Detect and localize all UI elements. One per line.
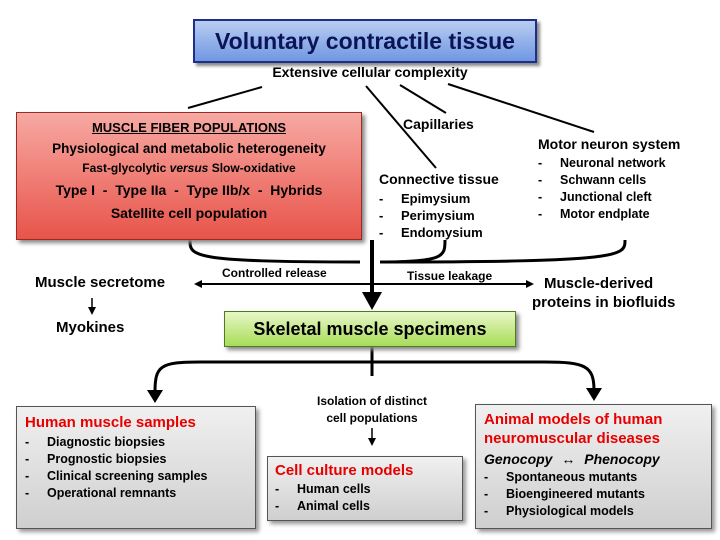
animal-heading-line1: Animal models of human	[484, 411, 663, 428]
fiber-heading: MUSCLE FIBER POPULATIONS	[91, 120, 287, 135]
list-item: Diagnostic biopsies	[25, 434, 255, 451]
capillaries-label: Capillaries	[403, 116, 474, 132]
skeletal-muscle-box: Skeletal muscle specimens	[224, 311, 516, 347]
connective-list: Epimysium Perimysium Endomysium	[379, 190, 483, 241]
human-samples-box: Human muscle samples Diagnostic biopsies…	[16, 406, 256, 529]
list-item: Motor endplate	[538, 206, 666, 223]
list-item: Epimysium	[379, 190, 483, 207]
animal-heading: Animal models of human neuromuscular dis…	[484, 410, 711, 448]
animal-models-box: Animal models of human neuromuscular dis…	[475, 404, 712, 529]
myokines-label: Myokines	[56, 319, 125, 336]
fiber-types: Type I - Type IIa - Type IIb/x - Hybrids	[55, 182, 323, 198]
skeletal-label: Skeletal muscle specimens	[253, 318, 487, 339]
cell-culture-box: Cell culture models Human cells Animal c…	[267, 456, 463, 521]
fiber-heterogeneity: Physiological and metabolic heterogeneit…	[52, 141, 326, 156]
title-box: Voluntary contractile tissue	[193, 19, 537, 63]
complexity-label: Extensive cellular complexity	[272, 64, 468, 80]
human-list: Diagnostic biopsies Prognostic biopsies …	[25, 434, 255, 502]
satellite-cells: Satellite cell population	[110, 205, 268, 221]
human-heading: Human muscle samples	[25, 414, 196, 431]
list-item: Clinical screening samples	[25, 468, 255, 485]
culture-list: Human cells Animal cells	[275, 481, 462, 515]
muscle-derived-label: Muscle-derived proteins in biofluids	[532, 274, 675, 312]
list-item: Prognostic biopsies	[25, 451, 255, 468]
genocopy: Genocopy	[484, 451, 553, 467]
list-item: Neuronal network	[538, 155, 666, 172]
list-item: Schwann cells	[538, 172, 666, 189]
animal-list: Spontaneous mutants Bioengineered mutant…	[484, 469, 711, 520]
list-item: Spontaneous mutants	[484, 469, 711, 486]
list-item: Operational remnants	[25, 485, 255, 502]
motor-list: Neuronal network Schwann cells Junctiona…	[538, 155, 666, 223]
isolation-line2: cell populations	[326, 411, 418, 425]
list-item: Perimysium	[379, 207, 483, 224]
tissue-leakage-label: Tissue leakage	[407, 269, 493, 283]
muscle-secretome-label: Muscle secretome	[35, 274, 166, 291]
genocopy-phenocopy: Genocopy ↔ Phenocopy	[484, 451, 711, 467]
muscle-derived-line2: proteins in biofluids	[532, 294, 676, 311]
controlled-release-label: Controlled release	[222, 266, 327, 280]
double-arrow-icon: ↔	[561, 451, 576, 467]
culture-heading: Cell culture models	[275, 462, 414, 479]
muscle-derived-line1: Muscle-derived	[544, 275, 654, 292]
fast-glycolytic: Fast-glycolytic	[82, 161, 167, 175]
versus: versus	[169, 161, 209, 175]
list-item: Bioengineered mutants	[484, 486, 711, 503]
slow-oxidative: Slow-oxidative	[211, 161, 296, 175]
phenocopy: Phenocopy	[584, 451, 660, 467]
animal-heading-line2: neuromuscular diseases	[484, 430, 660, 447]
list-item: Junctional cleft	[538, 189, 666, 206]
list-item: Animal cells	[275, 498, 462, 515]
muscle-fiber-box: MUSCLE FIBER POPULATIONS Physiological a…	[16, 112, 362, 240]
connective-heading: Connective tissue	[379, 171, 499, 187]
isolation-line1: Isolation of distinct	[317, 394, 427, 408]
isolation-label: Isolation of distinct cell populations	[290, 393, 454, 427]
list-item: Endomysium	[379, 224, 483, 241]
diagram-title: Voluntary contractile tissue	[215, 27, 515, 54]
list-item: Physiological models	[484, 503, 711, 520]
fiber-fast-slow: Fast-glycolytic versus Slow-oxidative	[17, 161, 361, 175]
list-item: Human cells	[275, 481, 462, 498]
motor-heading: Motor neuron system	[538, 136, 681, 152]
